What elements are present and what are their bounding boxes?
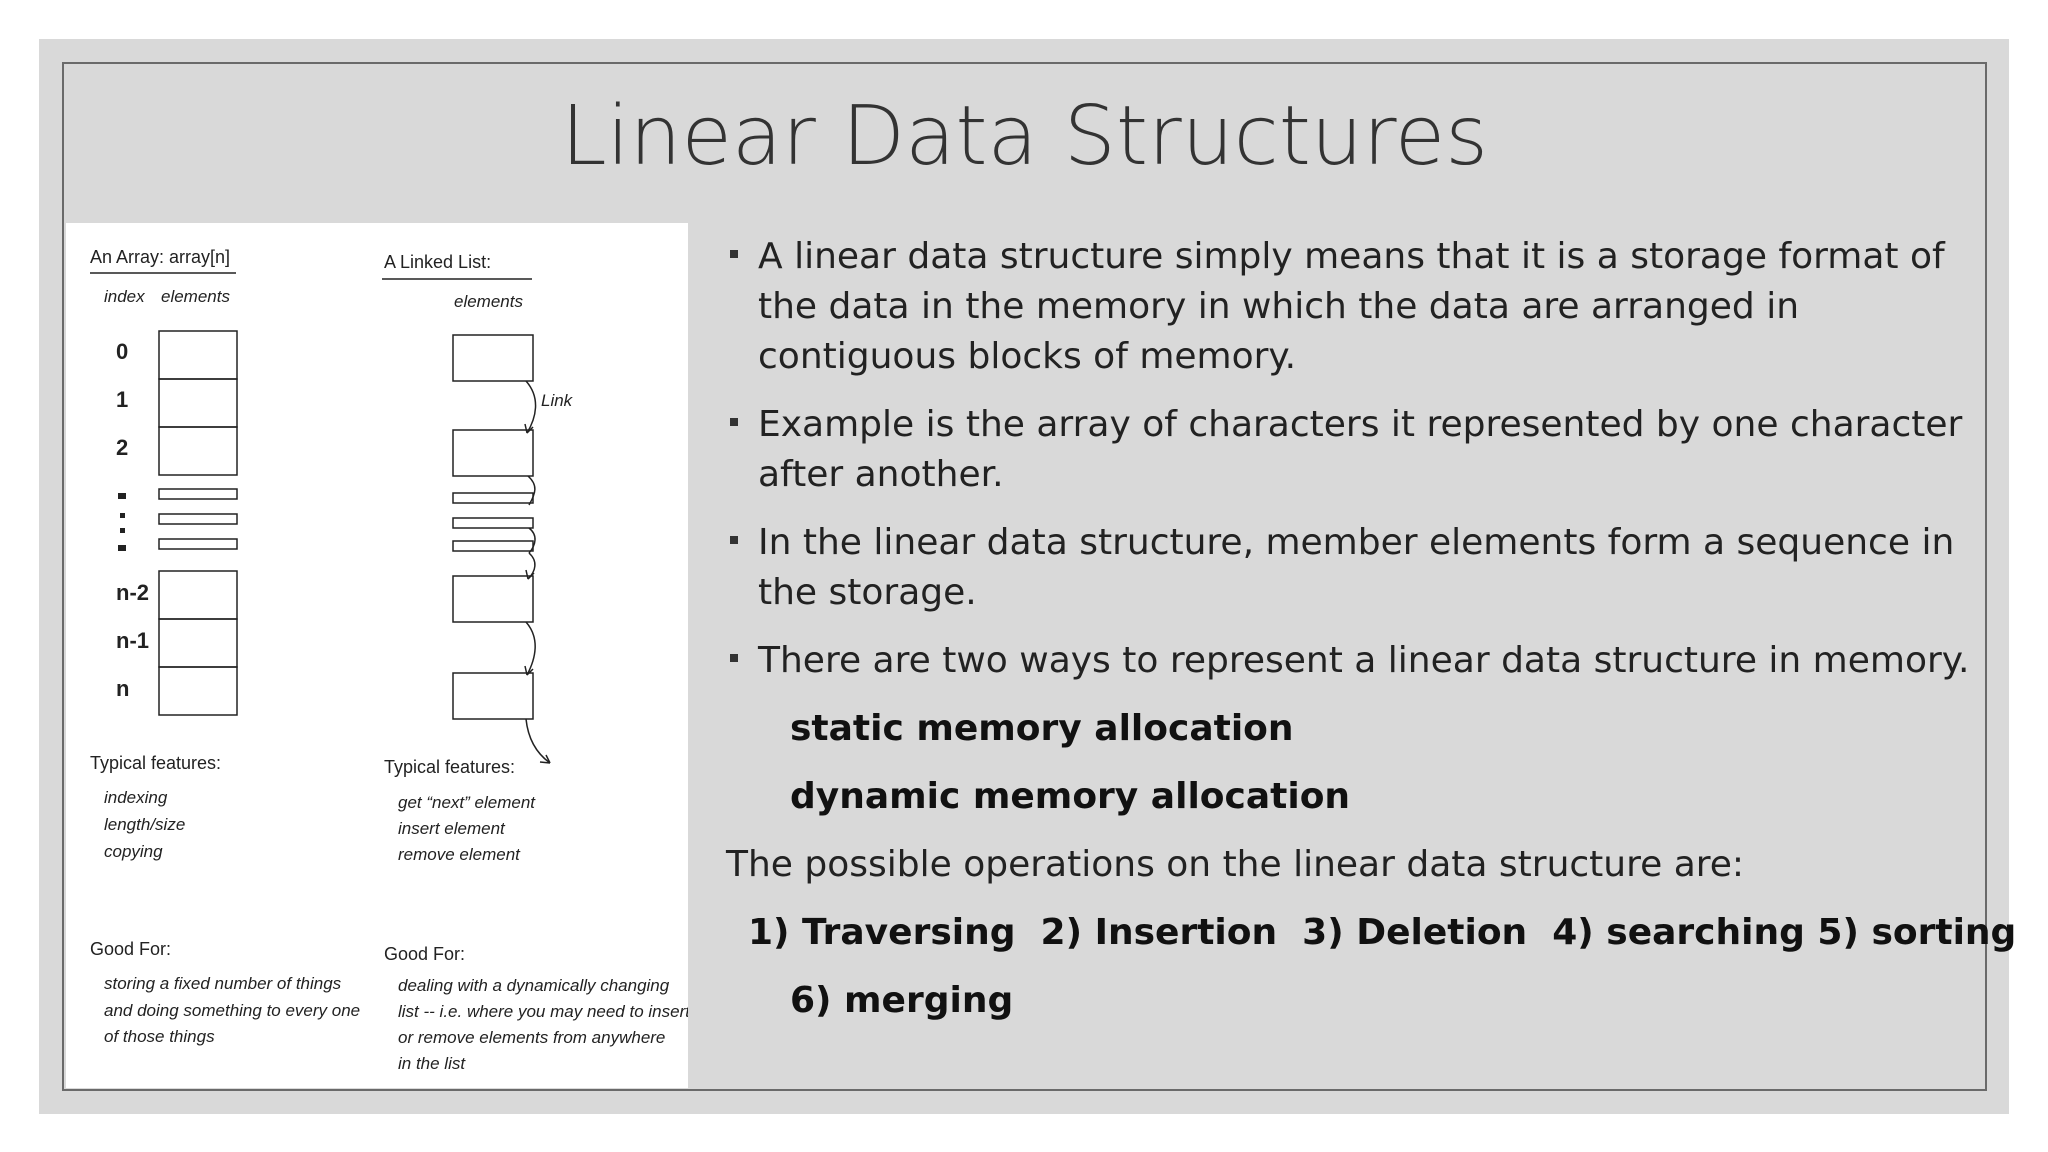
- link-arrow: [527, 475, 536, 506]
- linked-list-feature-item: insert element: [398, 819, 506, 838]
- link-arrow: [525, 380, 537, 434]
- array-index-label: n-1: [116, 628, 149, 653]
- slide-title: Linear Data Structures: [561, 89, 1488, 184]
- array-ellipsis-mark: [120, 528, 125, 533]
- array-cell: [158, 426, 238, 476]
- array-goodfor-heading: Good For:: [90, 939, 171, 959]
- slide-body: A linear data structure simply means tha…: [724, 232, 2017, 1026]
- bullet-item: Example is the array of characters it re…: [724, 400, 1974, 500]
- bullet-square-icon: [730, 654, 738, 662]
- data-structures-figure: An Array: array[n] index elements 0 1 2 …: [66, 223, 688, 1088]
- bullet-text: Example is the array of characters it re…: [758, 404, 1963, 495]
- bullet-text: There are two ways to represent a linear…: [758, 640, 1970, 681]
- linked-list-node-collapsed: [452, 517, 534, 529]
- array-cell: [158, 378, 238, 428]
- linked-list-node-collapsed: [452, 540, 534, 552]
- array-feature-item: copying: [104, 842, 163, 861]
- operations-intro: The possible operations on the linear da…: [726, 844, 1745, 885]
- bullet-text: In the linear data structure, member ele…: [758, 522, 1955, 613]
- array-index-label: n: [116, 676, 129, 701]
- linked-list-features-heading: Typical features:: [384, 757, 515, 777]
- linked-list-node-collapsed: [452, 492, 534, 504]
- bullet-item: In the linear data structure, member ele…: [724, 518, 1974, 618]
- array-index-label: 2: [116, 435, 128, 460]
- array-goodfor-line: storing a fixed number of things: [104, 974, 342, 993]
- linked-list-goodfor-heading: Good For:: [384, 944, 465, 964]
- linked-list-elements-header: elements: [454, 292, 523, 311]
- linked-list-node: [452, 575, 534, 623]
- linked-list-feature-item: get “next” element: [398, 793, 536, 812]
- bullet-item: There are two ways to represent a linear…: [724, 636, 1974, 686]
- link-arrow: [525, 621, 536, 676]
- linked-list-goodfor-line: dealing with a dynamically changing: [398, 976, 670, 995]
- array-cell: [158, 330, 238, 380]
- array-feature-item: length/size: [104, 815, 185, 834]
- link-arrow: [528, 527, 536, 554]
- link-arrow-tail: [525, 718, 551, 764]
- link-arrowhead: [525, 569, 535, 580]
- array-index-header: index: [104, 287, 145, 306]
- array-features-heading: Typical features:: [90, 753, 221, 773]
- array-goodfor-line: and doing something to every one: [104, 1001, 360, 1020]
- linked-list-heading: A Linked List:: [384, 252, 491, 272]
- linked-list-goodfor-line: list -- i.e. where you may need to inser…: [398, 1002, 688, 1021]
- bullet-square-icon: [730, 536, 738, 544]
- linked-list-node: [452, 334, 534, 382]
- array-ellipsis-mark: [118, 545, 126, 551]
- bullet-square-icon: [730, 250, 738, 258]
- array-elements-header: elements: [161, 287, 230, 306]
- array-cell: [158, 618, 238, 668]
- linked-list-node: [452, 429, 534, 477]
- array-ellipsis-mark: [118, 493, 126, 499]
- bullet-text: A linear data structure simply means tha…: [758, 236, 1945, 377]
- array-cell-collapsed: [158, 488, 238, 500]
- array-heading: An Array: array[n]: [90, 247, 230, 267]
- link-arrowhead: [524, 665, 534, 676]
- array-ellipsis-mark: [120, 513, 125, 518]
- bullet-square-icon: [730, 418, 738, 426]
- figure-svg: An Array: array[n] index elements 0 1 2 …: [90, 247, 688, 1073]
- linked-list-goodfor-line: in the list: [398, 1054, 466, 1073]
- link-arrowhead: [524, 423, 534, 434]
- array-index-label: 1: [116, 387, 128, 412]
- dynamic-allocation-label: dynamic memory allocation: [790, 776, 1351, 817]
- array-cell-collapsed: [158, 538, 238, 550]
- linked-list-node: [452, 672, 534, 720]
- operations-list-continued: 6) merging: [790, 980, 1014, 1021]
- linked-list-feature-item: remove element: [398, 845, 521, 864]
- operations-list: 1) Traversing 2) Insertion 3) Deletion 4…: [748, 912, 2017, 953]
- slide-frame: [62, 62, 1987, 1091]
- array-goodfor-line: of those things: [104, 1027, 215, 1046]
- array-cell: [158, 666, 238, 716]
- linked-list-goodfor-line: or remove elements from anywhere: [398, 1028, 665, 1047]
- array-index-label: 0: [116, 339, 128, 364]
- array-cell-collapsed: [158, 513, 238, 525]
- link-label: Link: [541, 391, 574, 410]
- array-cell: [158, 570, 238, 620]
- array-index-label: n-2: [116, 580, 149, 605]
- static-allocation-label: static memory allocation: [790, 708, 1294, 749]
- bullet-item: A linear data structure simply means tha…: [724, 232, 1974, 382]
- link-arrowhead: [539, 754, 551, 764]
- array-feature-item: indexing: [104, 788, 168, 807]
